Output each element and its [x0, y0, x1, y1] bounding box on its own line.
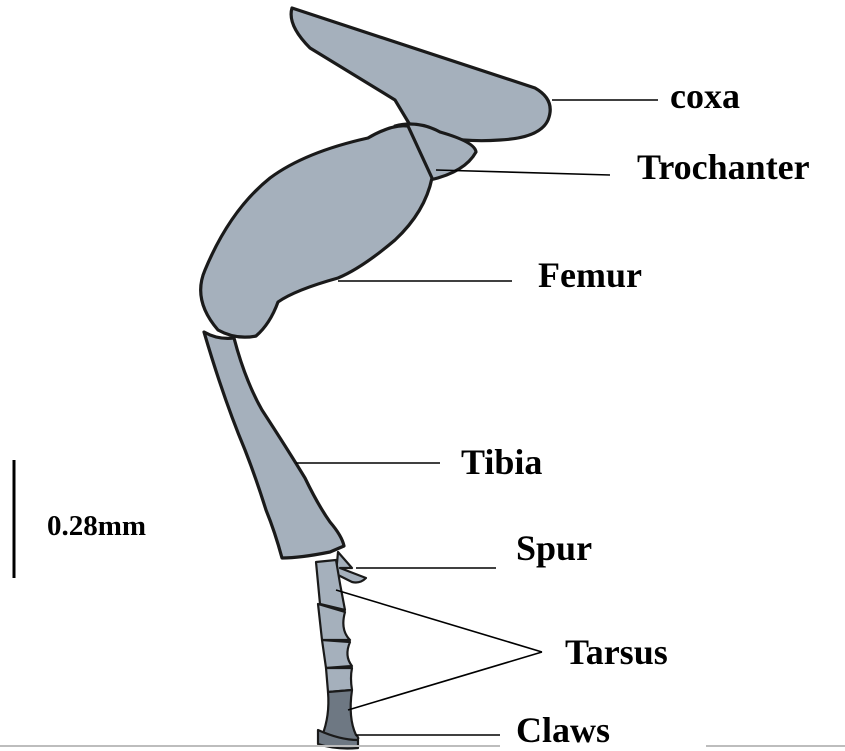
label-femur: Femur	[538, 255, 642, 295]
tarsus-segment-4	[326, 668, 352, 692]
label-claws: Claws	[516, 710, 610, 750]
tarsus-segment-3	[322, 640, 352, 668]
label-tibia: Tibia	[461, 442, 542, 482]
coxa-segment	[291, 8, 550, 141]
tarsus-leader-line-upper	[336, 590, 542, 652]
scale-bar-label: 0.28mm	[47, 510, 146, 542]
tarsus-leader-line-lower	[348, 652, 542, 710]
label-spur: Spur	[516, 528, 592, 568]
label-tarsus: Tarsus	[565, 632, 668, 672]
label-trochanter: Trochanter	[637, 147, 810, 187]
label-coxa: coxa	[670, 76, 740, 116]
tibia-segment	[204, 332, 344, 558]
femur-segment	[201, 126, 432, 337]
trochanter-leader-line	[436, 170, 610, 175]
